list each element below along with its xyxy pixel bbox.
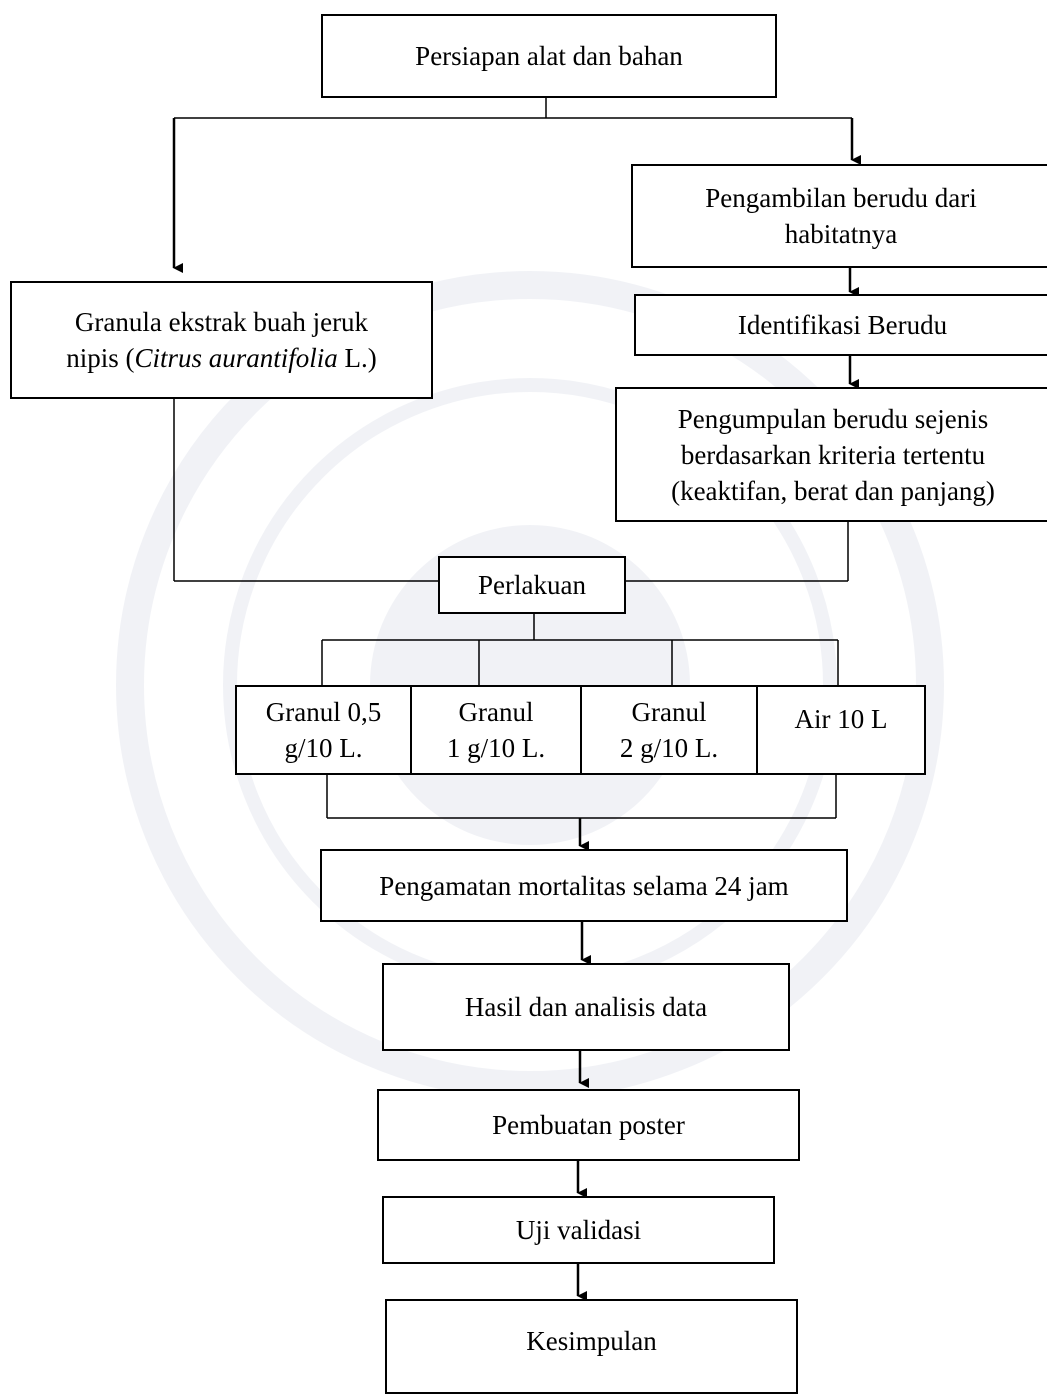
node-pengambilan-line2: habitatnya [784,219,898,249]
node-treatment-1: Granul 0,5 g/10 L. [235,685,412,775]
node-treatment-2-line1: Granul [458,697,534,727]
node-granula-suffix: L.) [337,343,377,373]
node-granula-line1: Granula ekstrak buah jeruk [74,307,369,337]
node-persiapan: Persiapan alat dan bahan [321,14,777,98]
node-identifikasi: Identifikasi Berudu [634,294,1047,356]
node-treatment-3-line1: Granul [631,697,707,727]
node-treatment-2-line2: 1 g/10 L. [446,733,546,763]
node-hasil-label: Hasil dan analisis data [464,992,708,1022]
node-granula: Granula ekstrak buah jeruk nipis (Citrus… [10,281,433,399]
node-persiapan-label: Persiapan alat dan bahan [415,41,683,71]
node-pengumpulan: Pengumpulan berudu sejenis berdasarkan k… [615,387,1047,522]
node-pengambilan-line1: Pengambilan berudu dari [705,183,977,213]
node-pengumpulan-line1: Pengumpulan berudu sejenis [677,403,989,434]
node-treatment-4: Air 10 L [756,685,926,775]
node-granula-species: Citrus aurantifolia [134,343,338,373]
node-pengumpulan-line2: berdasarkan kriteria tertentu [680,439,986,470]
node-granula-line2: nipis (Citrus aurantifolia L.) [66,340,377,376]
node-hasil: Hasil dan analisis data [382,963,790,1051]
node-uji-label: Uji validasi [515,1215,642,1245]
node-treatment-3-line2: 2 g/10 L. [619,733,719,763]
node-treatment-2: Granul 1 g/10 L. [410,685,582,775]
node-identifikasi-label: Identifikasi Berudu [737,310,948,340]
node-treatment-3: Granul 2 g/10 L. [580,685,758,775]
node-pengamatan: Pengamatan mortalitas selama 24 jam [320,849,848,922]
node-treatment-1-line2: g/10 L. [284,733,363,763]
node-poster-label: Pembuatan poster [492,1110,685,1140]
node-poster: Pembuatan poster [377,1089,800,1161]
node-perlakuan: Perlakuan [438,556,626,614]
node-perlakuan-label: Perlakuan [478,570,586,600]
node-pengamatan-label: Pengamatan mortalitas selama 24 jam [379,870,789,901]
node-pengumpulan-line3: (keaktifan, berat dan panjang) [671,475,995,506]
node-kesimpulan: Kesimpulan [385,1299,798,1394]
node-treatment-1-line1: Granul 0,5 [265,697,382,727]
node-pengambilan: Pengambilan berudu dari habitatnya [631,164,1047,268]
node-treatment-4-label: Air 10 L [794,704,888,734]
node-kesimpulan-label: Kesimpulan [526,1326,657,1356]
node-uji: Uji validasi [382,1196,775,1264]
node-granula-prefix: nipis ( [66,343,135,373]
